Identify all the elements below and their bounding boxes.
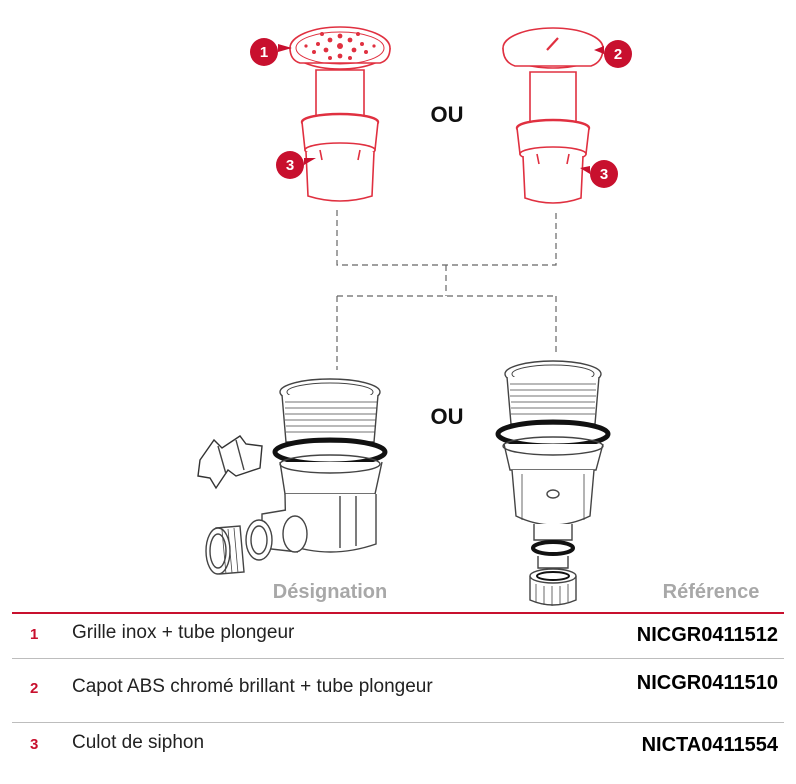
svg-text:3: 3: [600, 166, 608, 183]
row-designation: Culot de siphon: [72, 732, 205, 753]
column-header-reference: Référence: [663, 581, 760, 603]
callout-badge-3-right: 3: [580, 160, 618, 188]
column-header-designation: Désignation: [273, 581, 387, 603]
dashed-connectors: [336, 210, 557, 370]
row-number: 2: [30, 680, 39, 697]
row-number: 3: [30, 736, 39, 753]
table-row: 3 Culot de siphon NICTA0411554: [0, 732, 796, 772]
table-top-rule: [12, 612, 784, 614]
row-reference: NICTA0411554: [641, 734, 778, 756]
table-row: 1 Grille inox + tube plongeur NICGR04115…: [0, 622, 796, 662]
svg-text:1: 1: [260, 44, 268, 61]
table-row-divider: [12, 722, 784, 723]
row-reference: NICGR0411510: [636, 672, 778, 694]
callout-badge-1: 1: [250, 38, 292, 66]
or-label-bottom: OU: [431, 404, 464, 429]
callout-badge-2: 2: [594, 40, 632, 68]
callout-badge-3-left: 3: [276, 151, 316, 179]
grid-dip-tube-illustration: [289, 26, 391, 202]
row-reference: NICGR0411512: [636, 624, 778, 646]
or-label-top: OU: [431, 102, 464, 127]
siphon-horizontal-outlet-illustration: [197, 378, 388, 575]
svg-text:3: 3: [286, 157, 294, 174]
row-designation: Capot ABS chromé brillant + tube plongeu…: [72, 676, 433, 697]
table-row: 2 Capot ABS chromé brillant + tube plong…: [0, 672, 796, 716]
drain-diagram: 1 2 3 3 OU OU: [197, 26, 760, 606]
abs-cap-dip-tube-illustration: [502, 27, 604, 204]
svg-text:2: 2: [614, 46, 622, 63]
row-number: 1: [30, 626, 39, 643]
siphon-vertical-outlet-illustration: [495, 360, 611, 606]
row-designation: Grille inox + tube plongeur: [72, 622, 295, 643]
table-row-divider: [12, 658, 784, 659]
